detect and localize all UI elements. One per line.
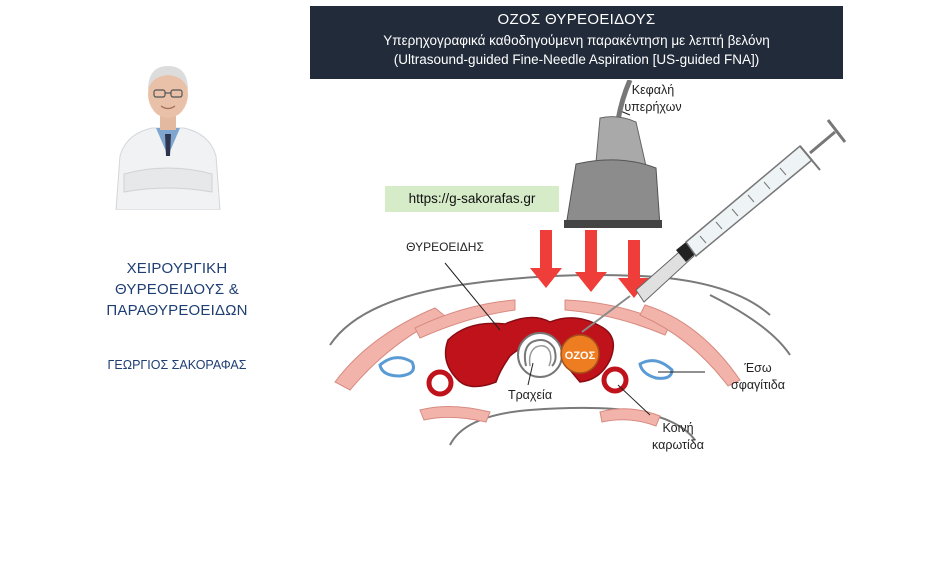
leader-trachea [527,362,534,386]
doctor-photo [108,44,228,210]
trachea-cartilage [523,339,557,367]
banner-title: ΟΖΟΣ ΘΥΡΕΟΕΙΔΟΥΣ [497,11,656,28]
left-title-line1: ΧΕΙΡΟΥΡΓΙΚΗ [126,260,228,277]
nodule-label: ΟΖΟΣ [565,350,596,362]
probe-head [565,159,661,227]
probe-cable [615,80,633,121]
author-name: ΓΕΩΡΓΙΟΣ ΣΑΚΟΡΑΦΑΣ [107,358,247,372]
syringe-needle [581,295,631,333]
leader-carotid [617,384,651,416]
website-url[interactable]: https://g-sakorafas.gr [385,186,559,212]
us-arrow-2 [575,230,607,292]
carotid-right [601,366,629,394]
muscle-bottom-left [419,405,491,423]
jugular-right [638,359,674,380]
neck-cross-section-diagram: ΟΖΟΣ [329,80,847,446]
muscle-right-outer [639,304,741,387]
trachea-label: Τραχεία [507,388,553,402]
muscle-bottom-right [599,408,661,427]
thyroid-label: ΘΥΡΕΟΕΙΔΗΣ [406,240,484,254]
leader-thyroid [444,262,501,331]
left-title-line3: ΠΑΡΑΘΥΡΕΟΕΙΔΩΝ [106,302,248,319]
probe-label: Κεφαλή υπερήχων [624,83,682,114]
muscle-right-strap [564,299,671,336]
jugular-label: Έσω σφαγίτιδα [731,361,785,392]
banner-subtitle-english: (Ultrasound-guided Fine-Needle Aspiratio… [393,52,760,67]
banner-subtitle-greek: Υπερηχογραφικά καθοδηγούμενη παρακέντηση… [383,33,770,48]
jugular-left [378,356,415,378]
probe-handle [595,116,647,167]
us-arrow-1 [530,230,562,288]
neck-outline-right [709,294,791,356]
syringe [581,119,847,333]
nodule [560,334,600,374]
neck-bottom [449,406,696,446]
left-title-line2: ΘΥΡΕΟΕΙΔΟΥΣ & [115,281,239,298]
carotid-left [426,369,454,397]
muscle-left-strap [414,299,516,339]
left-title: ΧΕΙΡΟΥΡΓΙΚΗ ΘΥΡΕΟΕΙΔΟΥΣ & ΠΑΡΑΘΥΡΕΟΕΙΔΩΝ [72,258,282,321]
us-arrow-3 [618,240,650,298]
carotid-label: Κοινή καρωτίδα [652,421,704,452]
title-banner: ΟΖΟΣ ΘΥΡΕΟΕΙΔΟΥΣ Υπερηχογραφικά καθοδηγο… [310,6,843,79]
